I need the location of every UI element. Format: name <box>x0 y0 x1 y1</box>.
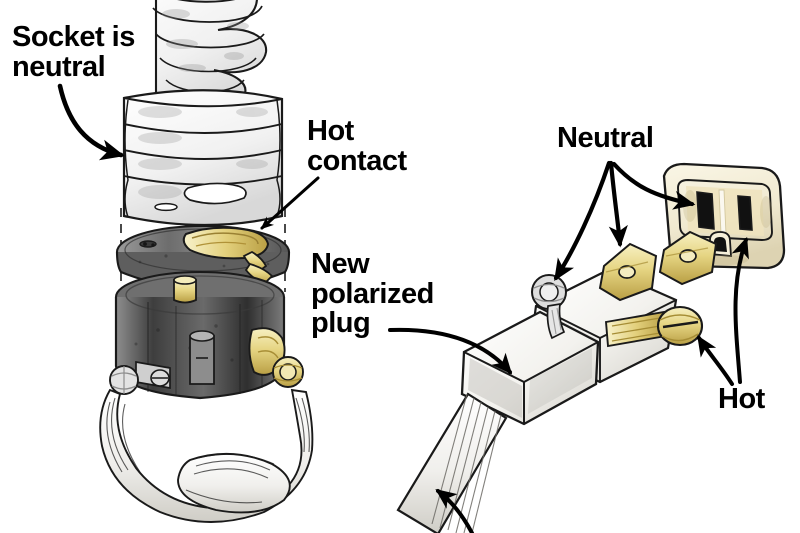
lamp-cord-strands <box>106 397 310 504</box>
callout-socket-is-neutral: Socket is neutral <box>12 21 135 83</box>
callout-hot-contact: Hot contact <box>307 115 407 177</box>
arrow-hot-to-brass-screw <box>697 335 734 386</box>
socket-body <box>109 270 304 400</box>
arrow-neutral-to-prong <box>608 160 628 248</box>
plug-prong-wide <box>598 242 658 302</box>
brass-screw <box>604 305 704 348</box>
callout-new-polarized-plug: New polarized plug <box>311 248 434 340</box>
hot-contact-tab <box>182 226 274 286</box>
callout-neutral: Neutral <box>557 122 654 154</box>
arrow-neutral-to-silver-screw <box>553 160 612 281</box>
alignment-guides <box>120 208 286 300</box>
outlet-slot-narrow <box>737 195 753 231</box>
plug-prong-narrow <box>658 230 718 286</box>
plug-cord <box>396 392 508 533</box>
arrow-new-polarized-plug <box>388 327 513 375</box>
callout-hot: Hot <box>718 383 765 415</box>
socket-shell <box>122 89 284 227</box>
socket-silver-terminal <box>109 360 171 395</box>
lamp-cord <box>99 388 314 523</box>
arrow-neutral-to-outlet-slot <box>611 161 696 210</box>
arrow-hot-to-outlet-slot <box>731 236 749 384</box>
outlet-slot-wide <box>696 191 715 230</box>
silver-screw <box>531 274 567 340</box>
polarized-plug <box>396 230 718 533</box>
cfl-bulb <box>152 0 268 120</box>
socket-brass-terminal <box>248 327 304 388</box>
callout-arrows <box>57 83 749 533</box>
arrow-hot-contact <box>260 176 320 230</box>
arrow-socket-is-neutral <box>57 83 125 161</box>
arrow-plug-cord <box>435 489 474 533</box>
